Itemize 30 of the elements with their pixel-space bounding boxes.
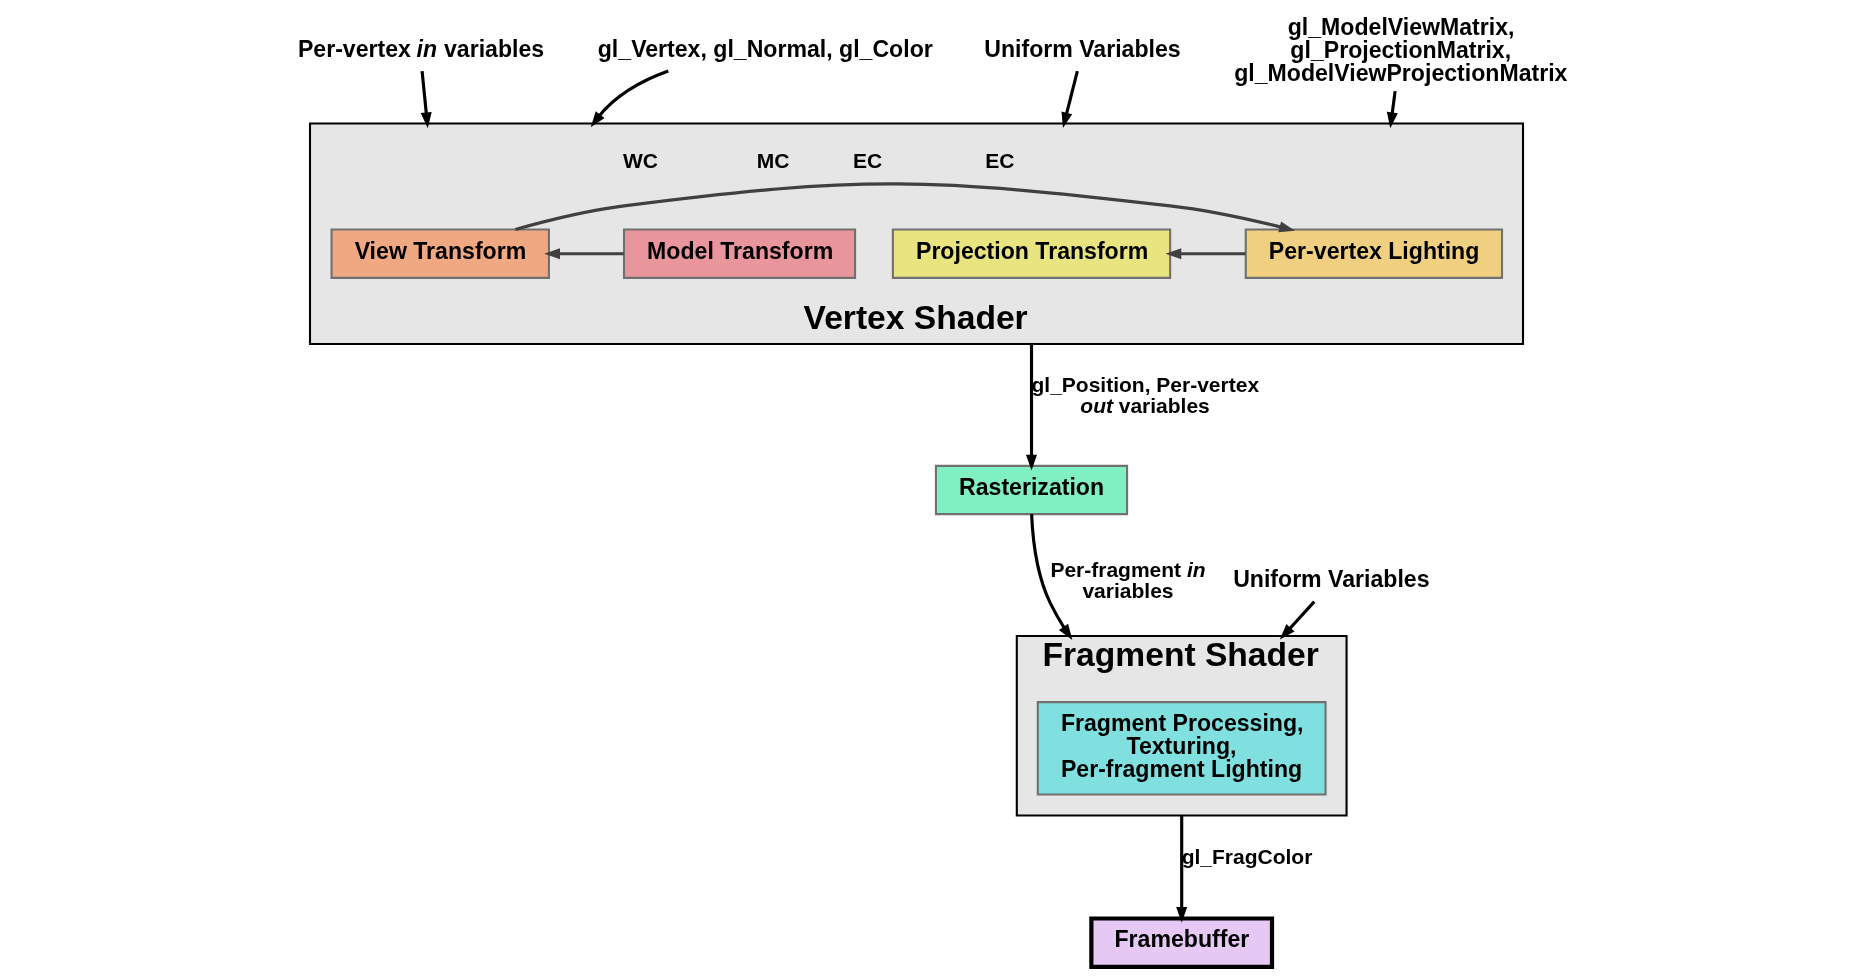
arrow [1176,815,1188,923]
edge-label: gl_FragColor [1181,844,1313,868]
arrow [1025,343,1038,470]
node-box: Per-vertex Lighting [1244,228,1504,279]
node-box: Rasterization [934,464,1129,515]
node-box: Fragment Processing, Texturing, Per-fragment Lighting [1036,700,1327,796]
label: MC [756,148,790,172]
node-box: Projection Transform [891,228,1172,279]
arrow [420,70,432,128]
node-box: View Transform [330,228,550,279]
arrow [544,247,624,259]
node-text: gl_Vertex, gl_Normal, gl_Color [597,35,933,62]
node-text: gl_ModelViewMatrix, gl_ProjectionMatrix, gl_ModelViewProjectionMatrix [1234,13,1568,86]
arrow [1386,90,1398,128]
arrow [1165,247,1246,259]
node-box: Framebuffer [1089,915,1275,969]
arrow [514,181,1295,232]
label: WC [622,148,658,172]
arrow [1030,513,1073,640]
node-text: Uniform Variables [1233,565,1430,592]
arrow [1061,70,1079,128]
arrow [1279,600,1316,639]
edge-label: Per-fragment in variables [1050,557,1206,602]
node-text: Uniform Variables [984,35,1181,62]
edge-label: gl_Position, Per-vertex out variables [1031,372,1260,417]
label: EC [852,148,883,172]
label: EC [985,148,1015,172]
arrow [590,69,669,127]
node-text: Per-vertex in variables [297,35,545,62]
node-box: Model Transform [622,228,857,279]
